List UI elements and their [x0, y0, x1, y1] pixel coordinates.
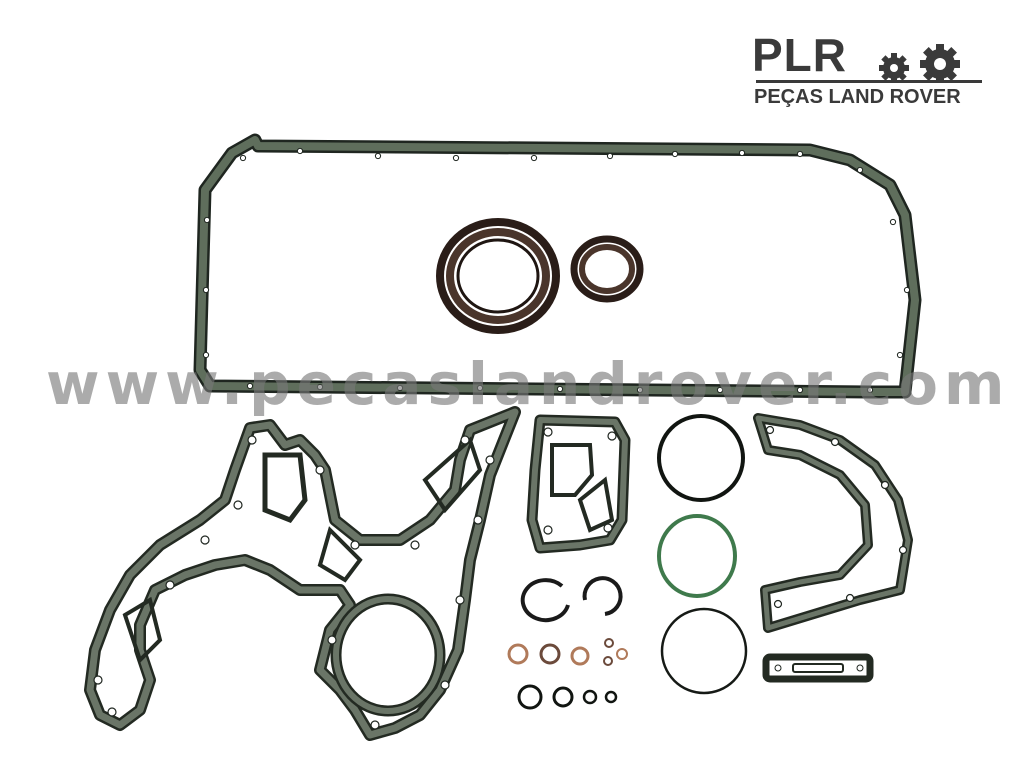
small-sealing-rings — [507, 638, 628, 710]
crankshaft-seal-small — [570, 235, 644, 303]
gears-icon — [879, 44, 960, 82]
o-ring-large — [660, 607, 748, 695]
o-ring-green — [657, 514, 737, 598]
timing-cover-gasket — [84, 406, 521, 741]
filter-housing-gasket — [526, 414, 631, 554]
small-flange-gasket — [762, 653, 874, 683]
crankshaft-seal-large — [436, 218, 560, 334]
brand-logo: PLR — [752, 32, 984, 112]
split-ring-right — [582, 576, 623, 616]
rear-cover-gasket — [753, 413, 913, 633]
logo-divider — [756, 80, 982, 83]
logo-tagline: PEÇAS LAND ROVER — [754, 86, 961, 108]
oil-pan-gasket — [193, 133, 922, 399]
logo-mark: PLR — [752, 29, 847, 81]
o-ring-black — [657, 414, 745, 502]
split-ring-left — [520, 578, 570, 623]
